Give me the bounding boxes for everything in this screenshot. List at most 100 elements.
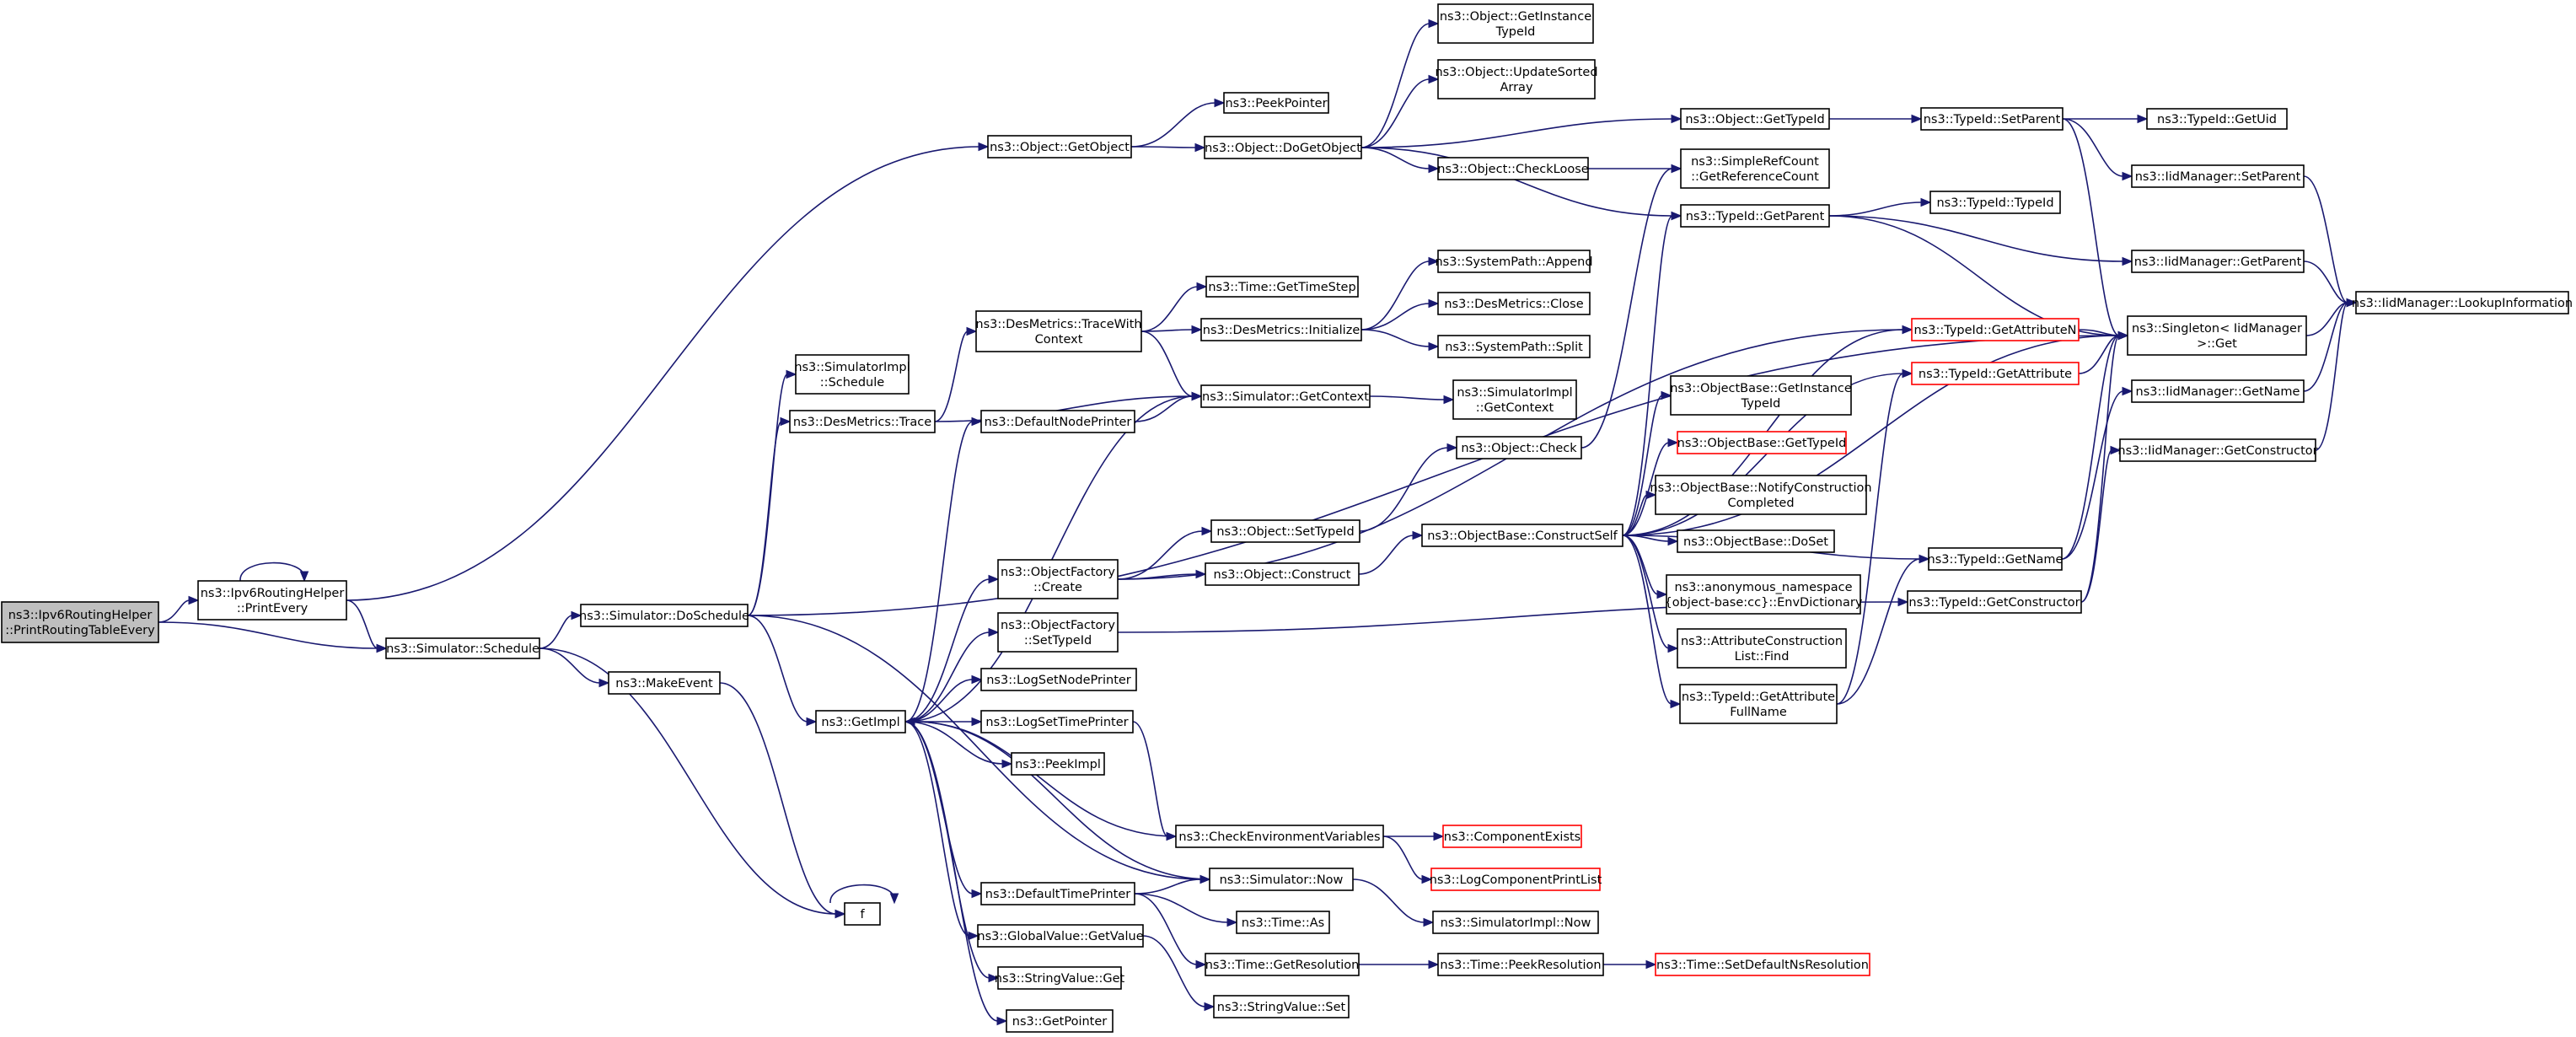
function-node-logComponentPrintList[interactable]: ns3::LogComponentPrintList: [1430, 868, 1602, 891]
function-node-iidMgrSetParent[interactable]: ns3::IidManager::SetParent: [2131, 164, 2305, 188]
function-node-peekPointer[interactable]: ns3::PeekPointer: [1223, 92, 1329, 114]
function-node-simGetContext[interactable]: ns3::Simulator::GetContext: [1200, 384, 1371, 408]
function-node-objCheck[interactable]: ns3::Object::Check: [1456, 436, 1582, 459]
function-node-simpleRefCount[interactable]: ns3::SimpleRefCount::GetReferenceCount: [1680, 148, 1830, 189]
function-node-stringValueSet[interactable]: ns3::StringValue::Set: [1213, 995, 1350, 1018]
function-node-timeAs[interactable]: ns3::Time::As: [1236, 911, 1330, 934]
function-nodes: ns3::Ipv6RoutingHelper::PrintRoutingTabl…: [1, 3, 2573, 1033]
function-node-simImplGetContext[interactable]: ns3::SimulatorImpl::GetContext: [1452, 379, 1577, 420]
function-node-logSetTimePrinter[interactable]: ns3::LogSetTimePrinter: [980, 710, 1134, 733]
function-node-label: ns3::AttributeConstruction: [1681, 635, 1843, 648]
function-node-anonEnvDictionary[interactable]: ns3::anonymous_namespace{object-base:cc}…: [1665, 574, 1863, 615]
function-node-timeGetTimeStep[interactable]: ns3::Time::GetTimeStep: [1205, 276, 1359, 298]
call-edge: [904, 717, 1210, 880]
function-node-desInitialize[interactable]: ns3::DesMetrics::Initialize: [1200, 318, 1362, 341]
function-node-singletonGet[interactable]: ns3::Singleton< IidManager >::Get: [2127, 315, 2307, 356]
call-edge: [1622, 535, 1679, 653]
function-node-peekImpl[interactable]: ns3::PeekImpl: [1011, 752, 1105, 776]
function-node-root[interactable]: ns3::Ipv6RoutingHelper::PrintRoutingTabl…: [1, 601, 159, 643]
call-edge: [1360, 329, 1440, 352]
function-node-simImplSchedule[interactable]: ns3::SimulatorImpl::Schedule: [794, 354, 910, 395]
call-edge: [239, 561, 309, 583]
function-node-typeIdGetParent[interactable]: ns3::TypeId::GetParent: [1680, 204, 1830, 228]
function-node-objGetTypeId[interactable]: ns3::Object::GetTypeId: [1680, 108, 1830, 130]
function-node-label: ns3::Time::GetResolution: [1205, 959, 1360, 972]
function-node-typeIdSetParent[interactable]: ns3::TypeId::SetParent: [1920, 107, 2063, 131]
call-edge: [158, 595, 200, 623]
call-edge: [1359, 443, 1458, 532]
call-edge: [2303, 298, 2358, 392]
call-edge: [346, 142, 990, 601]
call-edge: [1622, 211, 1682, 536]
function-node-typeIdTypeId[interactable]: ns3::TypeId::TypeId: [1929, 191, 2061, 214]
function-node-iidMgrGetParent[interactable]: ns3::IidManager::GetParent: [2131, 250, 2305, 273]
function-node-label: ns3::Time::GetTimeStep: [1208, 281, 1355, 294]
call-edge: [1602, 959, 1657, 970]
function-node-checkEnvVars[interactable]: ns3::CheckEnvironmentVariables: [1175, 825, 1384, 848]
function-node-getImpl[interactable]: ns3::GetImpl: [815, 710, 906, 733]
function-node-typeIdGetConstructor[interactable]: ns3::TypeId::GetConstructor: [1907, 590, 2082, 614]
function-node-f[interactable]: f: [844, 902, 881, 926]
call-edge: [1358, 530, 1424, 575]
call-edge: [539, 610, 582, 649]
function-node-objBaseConstructSelf[interactable]: ns3::ObjectBase::ConstructSelf: [1421, 524, 1623, 547]
call-edge: [1132, 721, 1178, 841]
function-node-logSetNodePrinter[interactable]: ns3::LogSetNodePrinter: [980, 668, 1137, 691]
function-node-label: Array: [1500, 81, 1532, 94]
function-node-doSchedule[interactable]: ns3::Simulator::DoSchedule: [579, 604, 749, 627]
function-node-doGetObject[interactable]: ns3::Object::DoGetObject: [1204, 136, 1362, 159]
function-node-desTrace[interactable]: ns3::DesMetrics::Trace: [789, 410, 936, 433]
function-node-defaultNodePrinter[interactable]: ns3::DefaultNodePrinter: [980, 410, 1135, 433]
function-node-label: ns3::DefaultTimePrinter: [985, 888, 1130, 901]
function-node-label: ns3::TypeId::GetUid: [2157, 113, 2277, 126]
function-node-schedule[interactable]: ns3::Simulator::Schedule: [385, 637, 540, 659]
function-node-timeGetResolution[interactable]: ns3::Time::GetResolution: [1205, 953, 1360, 976]
function-node-typeIdGetName[interactable]: ns3::TypeId::GetName: [1928, 547, 2063, 571]
function-node-typeIdGetUid[interactable]: ns3::TypeId::GetUid: [2146, 108, 2288, 130]
function-node-typeIdGetAttribute[interactable]: ns3::TypeId::GetAttribute: [1911, 362, 2080, 385]
function-node-sysPathSplit[interactable]: ns3::SystemPath::Split: [1437, 335, 1591, 358]
call-edge: [2063, 114, 2149, 124]
function-node-timeSetDefaultNsResolution[interactable]: ns3::Time::SetDefaultNsResolution: [1655, 953, 1870, 976]
function-node-desClose[interactable]: ns3::DesMetrics::Close: [1437, 292, 1591, 315]
function-node-objConstruct[interactable]: ns3::Object::Construct: [1205, 562, 1360, 586]
function-node-iidMgrLookupInformation[interactable]: ns3::IidManager::LookupInformation: [2352, 291, 2573, 314]
call-edge: [1140, 330, 1203, 401]
function-node-objFactoryCreate[interactable]: ns3::ObjectFactory::Create: [997, 559, 1119, 599]
function-node-objBaseGetTypeId[interactable]: ns3::ObjectBase::GetTypeId: [1677, 431, 1847, 454]
function-node-timePeekResolution[interactable]: ns3::Time::PeekResolution: [1437, 953, 1604, 976]
function-node-defaultTimePrinter[interactable]: ns3::DefaultTimePrinter: [980, 882, 1135, 905]
function-node-label: ns3::GlobalValue::GetValue: [977, 930, 1143, 943]
function-node-objCheckLoose[interactable]: ns3::Object::CheckLoose: [1437, 157, 1589, 180]
function-node-objBaseNotifyConstruction[interactable]: ns3::ObjectBase::NotifyConstructionCompl…: [1650, 475, 1872, 515]
function-node-iidMgrGetName[interactable]: ns3::IidManager::GetName: [2131, 379, 2305, 403]
function-node-label: ns3::PeekPointer: [1225, 97, 1327, 110]
function-node-objSetTypeId[interactable]: ns3::Object::SetTypeId: [1210, 519, 1360, 543]
function-node-label: ns3::ObjectBase::NotifyConstruction: [1650, 481, 1871, 495]
call-edge: [1360, 114, 1682, 148]
function-node-typeIdGetAttributeN[interactable]: ns3::TypeId::GetAttributeN: [1911, 318, 2080, 341]
function-node-objBaseDoSet[interactable]: ns3::ObjectBase::DoSet: [1677, 529, 1835, 553]
function-node-objFactorySetTypeId[interactable]: ns3::ObjectFactory::SetTypeId: [997, 612, 1119, 653]
function-node-label: ::PrintEvery: [237, 602, 309, 615]
function-node-sysPathAppend[interactable]: ns3::SystemPath::Append: [1435, 250, 1593, 273]
function-node-getObject[interactable]: ns3::Object::GetObject: [987, 135, 1132, 159]
function-node-globalValueGetValue[interactable]: ns3::GlobalValue::GetValue: [977, 924, 1144, 948]
function-node-printEvery[interactable]: ns3::Ipv6RoutingHelper::PrintEvery: [197, 580, 347, 621]
call-edge: [1140, 282, 1208, 332]
function-node-stringValueGet[interactable]: ns3::StringValue::Get: [995, 966, 1125, 990]
call-edge: [904, 627, 1000, 723]
function-node-simImplNow[interactable]: ns3::SimulatorImpl::Now: [1432, 911, 1599, 934]
call-edge: [1829, 114, 1923, 124]
function-node-getPointer[interactable]: ns3::GetPointer: [1006, 1009, 1114, 1033]
function-node-makeEvent[interactable]: ns3::MakeEvent: [608, 671, 721, 695]
function-node-componentExists[interactable]: ns3::ComponentExists: [1442, 825, 1582, 848]
function-node-simNow[interactable]: ns3::Simulator::Now: [1209, 868, 1354, 891]
function-node-iidMgrGetConstructor[interactable]: ns3::IidManager::GetConstructor: [2117, 438, 2318, 462]
